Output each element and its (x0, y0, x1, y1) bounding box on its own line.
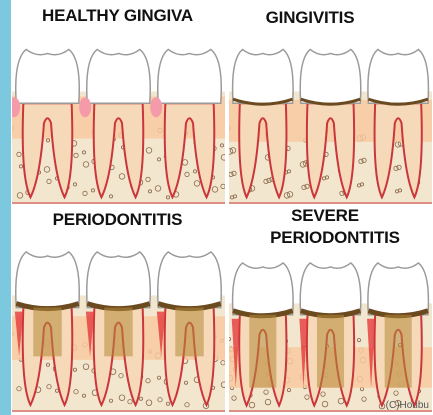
tartar-pocket (175, 308, 203, 357)
title-healthy-gingiva: HEALTHY GINGIVA (20, 6, 215, 26)
panel-healthy (12, 36, 225, 204)
teeth-periodontitis-illustration (12, 238, 225, 412)
gum-papilla (150, 97, 162, 117)
tartar-pocket (317, 315, 344, 388)
tooth-crown (300, 263, 361, 315)
tooth-crown (233, 49, 294, 103)
tooth-crown (158, 49, 222, 103)
teeth-gingivitis-illustration (229, 36, 432, 204)
tooth-crown (87, 49, 151, 103)
panel-periodontitis (12, 238, 225, 412)
tooth-crown (368, 49, 429, 103)
tooth-crown (368, 263, 429, 315)
tooth-crown (16, 49, 80, 103)
teeth-healthy-illustration (12, 36, 225, 204)
copyright-text: (C)Houbu (386, 400, 429, 411)
panel-gingivitis (229, 36, 432, 204)
tartar-pocket (104, 308, 132, 357)
tooth-crown (16, 252, 80, 308)
tooth-crown (158, 252, 222, 308)
title-severe: SEVERE (270, 206, 380, 226)
teeth-severe-illustration (229, 250, 432, 412)
title-periodontitis: PERIODONTITIS (25, 210, 210, 230)
tooth-crown (233, 263, 294, 315)
tartar-pocket (249, 315, 276, 388)
tooth-crown (300, 49, 361, 103)
tartar-pocket (385, 315, 412, 388)
tartar-pocket (33, 308, 61, 357)
gum-papilla (79, 97, 91, 117)
tooth-crown (87, 252, 151, 308)
side-accent-bar (0, 0, 11, 415)
panel-severe (229, 250, 432, 412)
title-severe-periodontitis: PERIODONTITIS (245, 228, 425, 248)
title-gingivitis: GINGIVITIS (250, 8, 370, 28)
